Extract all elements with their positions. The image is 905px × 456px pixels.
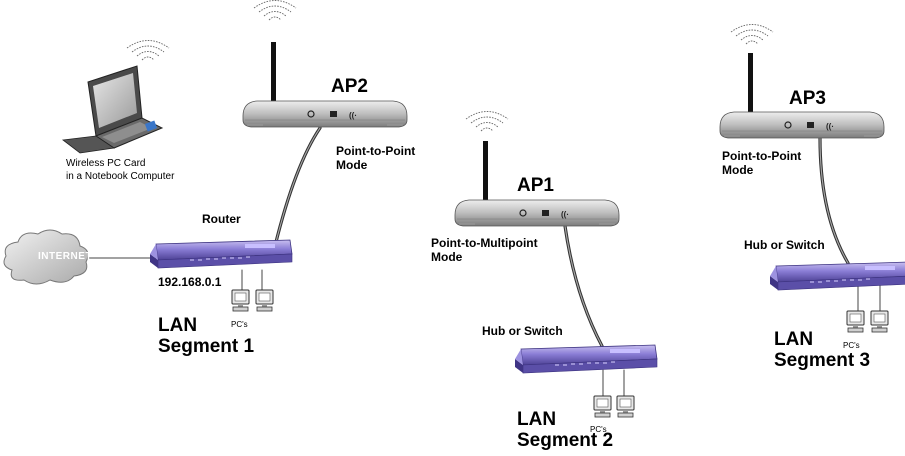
ap2-mode-line-1: Point-to-Point [336,144,416,158]
router-device-icon [149,239,293,269]
notebook-caption: Wireless PC Card in a Notebook Computer [66,157,174,183]
ap3-mode-line-2: Mode [722,162,754,177]
ap3-device-icon [719,24,885,139]
ap2-mode-label: Point-to-Point Mode [336,144,416,173]
lan-segment-3-label: LAN Segment 3 [774,329,871,372]
ap2-label: AP2 [331,76,368,97]
ap1-mode-label: Point-to-Multipoint Mode [431,236,538,265]
internet-cloud-icon [3,229,89,285]
notebook-waves-icon [126,40,170,61]
hub-switch-3-label: Hub or Switch [744,238,825,252]
hub-switch-2-icon [514,344,658,374]
ap1-device-icon [454,111,620,227]
hub-switch-3-icon [769,261,905,291]
ap2-device-icon [242,0,408,128]
notebook-caption-line-2: in a Notebook Computer [66,171,175,182]
internet-label: INTERNET [38,251,92,262]
lan-segment-3-line-1: LAN [774,329,814,350]
ap1-mode-line-1: Point-to-Multipoint [431,236,538,250]
pc-icon [616,395,635,418]
notebook-computer-icon [61,65,164,154]
pcs-label-2: PC's [590,425,607,434]
ap3-label: AP3 [789,88,826,109]
lan-segment-2-line-1: LAN [517,409,557,430]
ap1-mode-line-2: Mode [431,249,463,264]
pcs-label-3: PC's [843,341,860,350]
lan-segment-3-line-2: Segment 3 [774,349,871,371]
lan-segment-2-line-2: Segment 2 [517,429,614,451]
ap2-mode-line-2: Mode [336,157,368,172]
ap1-label: AP1 [517,175,554,196]
lan-segment-1-label: LAN Segment 1 [158,315,255,358]
hub-switch-2-label: Hub or Switch [482,324,563,338]
router-label: Router [202,212,241,226]
ap3-mode-line-1: Point-to-Point [722,149,802,163]
pc-icon [255,289,274,312]
lan-segment-2-label: LAN Segment 2 [517,409,614,452]
pc-icon [846,310,865,333]
notebook-caption-line-1: Wireless PC Card [66,158,146,169]
pc-icon [231,289,250,312]
lan-segment-1-line-1: LAN [158,315,198,336]
cables [87,126,881,397]
ap3-mode-label: Point-to-Point Mode [722,149,802,178]
lan-segment-1-line-2: Segment 1 [158,335,255,357]
pc-icon [870,310,889,333]
router-ip-label: 192.168.0.1 [158,275,222,289]
pcs-label-1: PC's [231,320,248,329]
